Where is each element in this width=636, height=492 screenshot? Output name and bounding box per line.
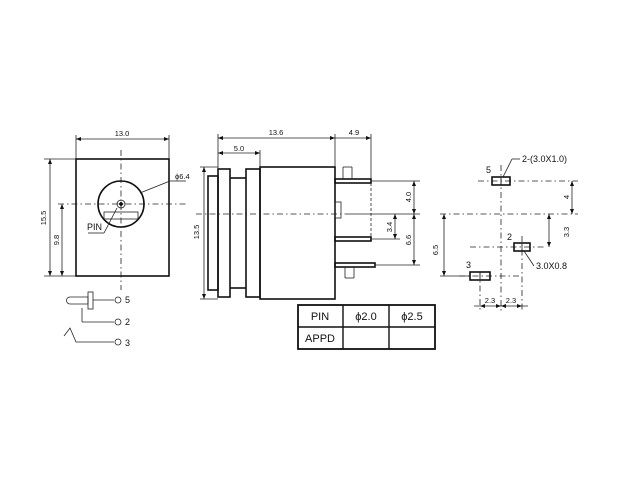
front-width-dim: 13.0 bbox=[115, 129, 130, 138]
schematic-symbol: 5 2 3 bbox=[63, 291, 130, 348]
pin-top-offset-dim: 4.0 bbox=[404, 192, 413, 202]
terminal-5 bbox=[114, 296, 122, 304]
side-body bbox=[259, 166, 336, 300]
pad-5-size: 2-(3.0X1.0) bbox=[522, 154, 567, 164]
schematic-pin-2: 2 bbox=[125, 317, 130, 327]
pin-2-lead bbox=[334, 236, 372, 242]
face-plate bbox=[207, 175, 219, 291]
plug-symbol bbox=[66, 296, 89, 305]
table-row-label: APPD bbox=[305, 333, 335, 345]
pad-3-label: 3 bbox=[466, 260, 471, 270]
pcb-dim-2-3-left: 2.3 bbox=[485, 296, 495, 305]
front-body-outline bbox=[75, 158, 170, 277]
side-latch bbox=[334, 201, 342, 219]
side-length-dim: 13.6 bbox=[269, 128, 284, 137]
pin-label: PIN bbox=[87, 222, 102, 232]
side-height-dim: 13.5 bbox=[192, 225, 201, 240]
schematic-pin-5: 5 bbox=[125, 295, 130, 305]
terminal-3 bbox=[114, 338, 122, 346]
pin-length-dim: 4.9 bbox=[349, 128, 359, 137]
table-col-1: ϕ2.0 bbox=[355, 311, 376, 323]
pin-spacing-dim: 3.4 bbox=[385, 222, 394, 232]
table-header-pin: PIN bbox=[311, 311, 329, 323]
pcb-dim-2-3-right: 2.3 bbox=[506, 296, 516, 305]
pin-table: PIN ϕ2.0 ϕ2.5 APPD bbox=[297, 304, 436, 350]
center-pin-circle bbox=[116, 199, 126, 209]
pin-spacing-total-dim: 6.6 bbox=[404, 235, 413, 245]
table-col-2: ϕ2.5 bbox=[401, 311, 422, 323]
rear-flange bbox=[245, 168, 261, 298]
pad-2-size: 3.0X0.8 bbox=[536, 261, 567, 271]
front-height-dim: 15.5 bbox=[39, 211, 48, 226]
pad-2-label: 2 bbox=[507, 232, 512, 242]
side-view: 13.6 4.9 5.0 13.5 4.0 3.4 6.6 bbox=[192, 128, 420, 300]
contact-spring bbox=[103, 211, 139, 220]
pin-3-lead bbox=[334, 262, 376, 268]
front-view: 13.0 15.5 9.8 ϕ6.4 PIN bbox=[39, 129, 190, 290]
pcb-dim-3-3: 3.3 bbox=[562, 227, 571, 237]
bore-diameter-dim: ϕ6.4 bbox=[175, 172, 190, 181]
flange-dim: 5.0 bbox=[234, 144, 244, 153]
front-center-height-dim: 9.8 bbox=[52, 235, 61, 245]
pcb-dim-4: 4 bbox=[562, 195, 571, 199]
terminal-2 bbox=[114, 318, 122, 326]
front-flange bbox=[217, 168, 231, 298]
pcb-layout: 5 2-(3.0X1.0) 2 3.0X0.8 3 4 3.3 6.5 2.3 … bbox=[431, 154, 578, 312]
switch-contact bbox=[63, 327, 114, 343]
front-bore-circle bbox=[97, 180, 145, 228]
schematic-pin-3: 3 bbox=[125, 338, 130, 348]
pin-5-lead bbox=[334, 178, 372, 184]
pcb-dim-6-5: 6.5 bbox=[431, 245, 440, 255]
pad-5-label: 5 bbox=[486, 165, 491, 175]
